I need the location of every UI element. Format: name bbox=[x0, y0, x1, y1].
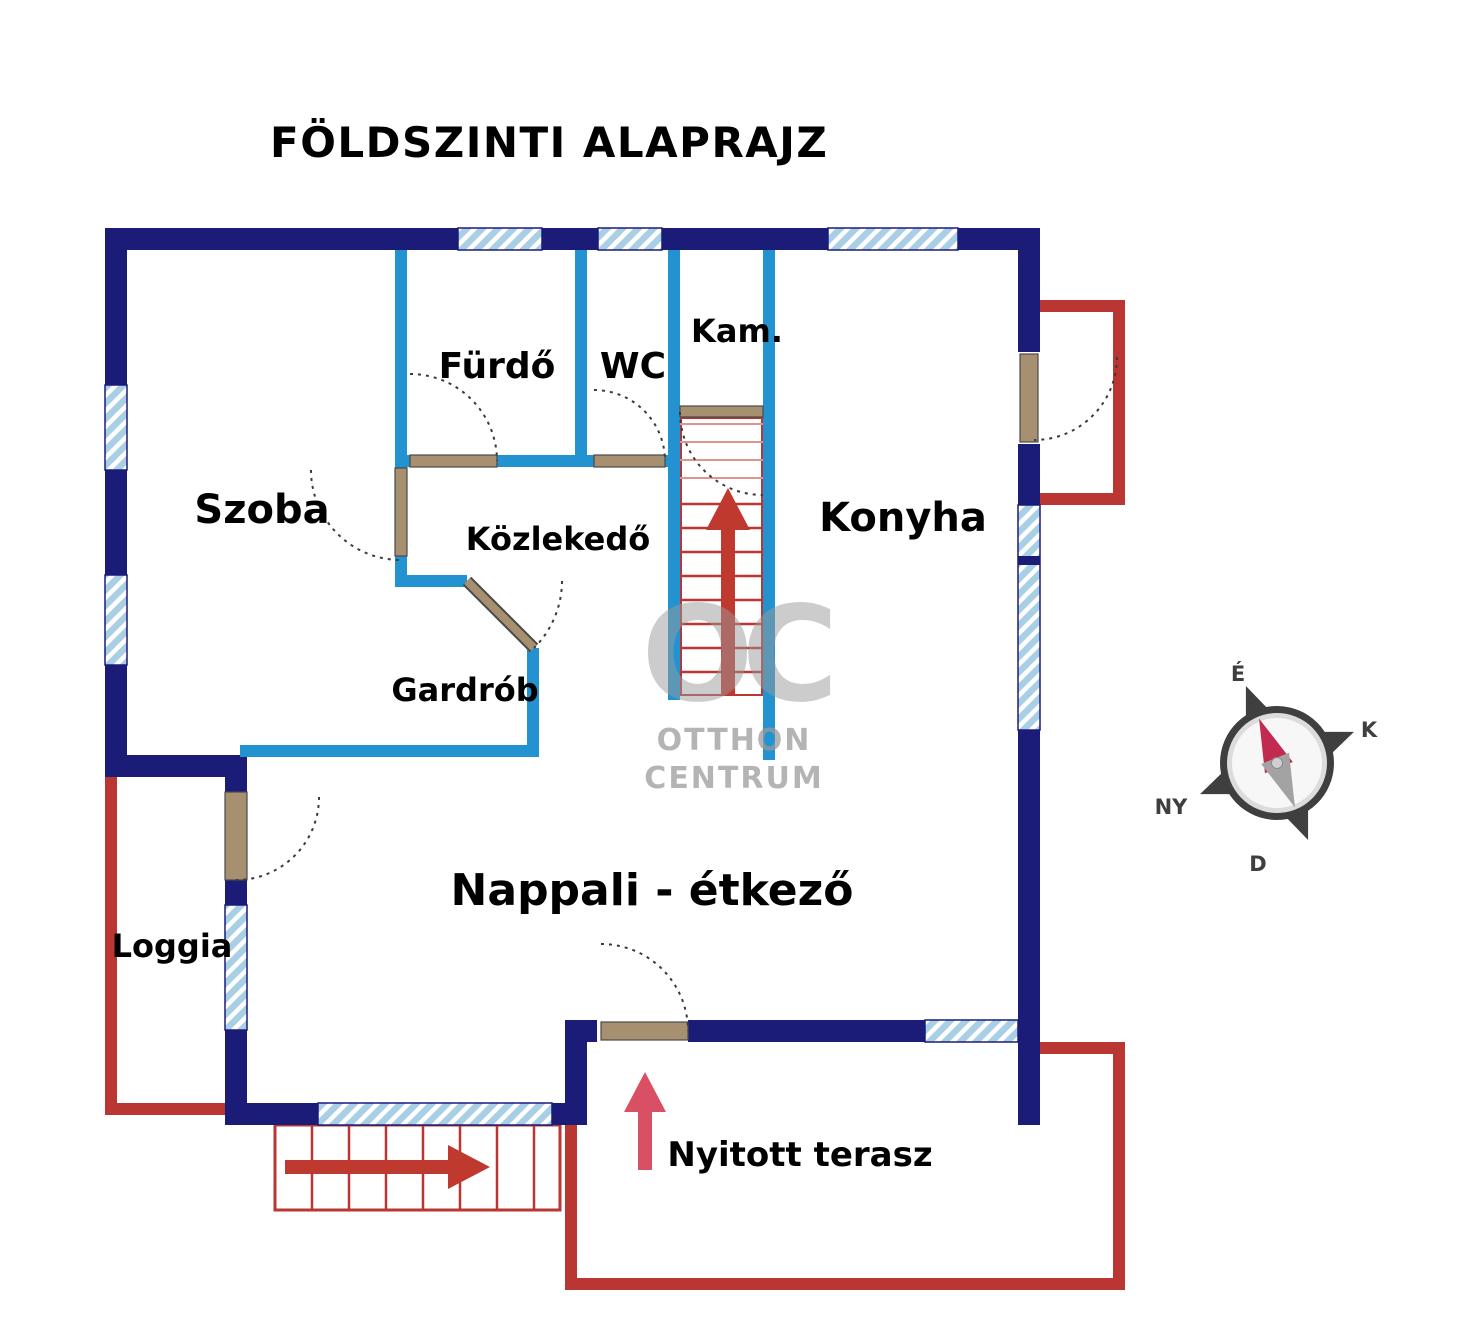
window-top-2 bbox=[597, 227, 663, 251]
compass-label-west: NY bbox=[1155, 795, 1189, 819]
window-right bbox=[1017, 504, 1041, 731]
interior-staircase bbox=[680, 417, 763, 696]
page-title: FÖLDSZINTI ALAPRAJZ bbox=[270, 117, 828, 167]
wc-door-arc bbox=[593, 389, 666, 462]
wall-loggia-divider-b bbox=[225, 880, 247, 905]
room-label-furdo: Fürdő bbox=[439, 346, 556, 387]
interior-stairs-upper-steps bbox=[680, 423, 763, 479]
loggia-door-arc bbox=[235, 796, 320, 881]
terrace-wall-top bbox=[1040, 1042, 1125, 1054]
compass-label-north: É bbox=[1231, 661, 1245, 686]
loggia-outline bbox=[105, 777, 230, 1115]
watermark-line1: OTTHON bbox=[657, 723, 812, 758]
watermark-logo: OC bbox=[641, 578, 830, 732]
labels: FÖLDSZINTI ALAPRAJZ Szoba Fürdő WC Kam. … bbox=[112, 117, 987, 1175]
window-loggia-divider bbox=[224, 904, 248, 1031]
door-swing-arcs bbox=[235, 356, 1118, 1032]
watermark: OC OTTHON CENTRUM bbox=[641, 578, 842, 796]
wall-loggia-divider-a bbox=[225, 755, 247, 792]
room-label-nappali: Nappali - étkező bbox=[451, 865, 854, 916]
doors bbox=[224, 353, 1039, 1041]
wall-gardrob-top bbox=[395, 575, 467, 587]
terrace-outline bbox=[565, 1042, 1125, 1290]
room-label-gardrob: Gardrób bbox=[391, 671, 538, 709]
balcony-outline bbox=[1040, 300, 1125, 505]
window-top-1 bbox=[457, 227, 543, 251]
watermark-line2: CENTRUM bbox=[644, 761, 823, 796]
window-right-mullion bbox=[1018, 556, 1040, 565]
window-bottom-right bbox=[924, 1019, 1019, 1043]
szoba-door-leaf bbox=[394, 467, 408, 557]
compass-needle-south bbox=[1261, 752, 1295, 808]
kam-door-leaf bbox=[679, 405, 764, 418]
wall-bottom-right-a bbox=[565, 1020, 597, 1042]
room-label-konyha: Konyha bbox=[819, 495, 987, 541]
wall-stairs-left bbox=[668, 250, 680, 700]
compass: É K NY D bbox=[1155, 661, 1378, 876]
balcony-wall-bottom bbox=[1040, 493, 1125, 505]
room-label-terasz: Nyitott terasz bbox=[667, 1135, 932, 1175]
terrace-wall-bottom bbox=[565, 1278, 1125, 1290]
terrace-entrance-arrow bbox=[624, 1072, 666, 1170]
compass-pivot bbox=[1271, 757, 1283, 769]
wall-furdo-wc-divider bbox=[575, 250, 587, 465]
stairs-direction-arrow-right bbox=[285, 1145, 490, 1189]
wall-interior-bottom bbox=[240, 745, 539, 757]
wc-door-leaf bbox=[593, 454, 666, 468]
terasz-door-leaf bbox=[600, 1021, 689, 1041]
compass-label-east: K bbox=[1361, 718, 1378, 742]
wall-szoba-bottom bbox=[105, 755, 245, 777]
furdo-door-arc bbox=[409, 373, 498, 462]
wall-top bbox=[105, 228, 1040, 250]
room-label-kozlekedo: Közlekedő bbox=[466, 520, 651, 558]
wall-gardrob-right bbox=[527, 648, 539, 757]
gardrob-door-arc bbox=[533, 580, 563, 649]
room-label-szoba: Szoba bbox=[194, 487, 329, 533]
szoba-door-arc bbox=[310, 469, 402, 561]
terrace-wall-left bbox=[565, 1125, 577, 1290]
compass-label-south: D bbox=[1249, 852, 1266, 876]
window-bottom-left bbox=[317, 1102, 553, 1126]
wall-left bbox=[105, 228, 127, 777]
exterior-staircase bbox=[273, 1123, 562, 1212]
wall-furdo-bottom-a bbox=[395, 455, 410, 467]
balcony-wall-right bbox=[1113, 300, 1125, 505]
loggia-wall-left bbox=[105, 777, 117, 1115]
room-label-wc: WC bbox=[600, 346, 666, 387]
furdo-door-leaf bbox=[409, 454, 498, 468]
kam-door-arc bbox=[679, 411, 764, 496]
window-left-2 bbox=[104, 574, 128, 666]
wall-furdo-bottom-b bbox=[497, 455, 594, 467]
wall-szoba-divider-upper bbox=[395, 250, 407, 468]
wall-stairs-right bbox=[763, 250, 775, 760]
terrace-wall-right bbox=[1113, 1042, 1125, 1290]
wall-loggia-divider-c bbox=[225, 1030, 247, 1125]
window-left-1 bbox=[104, 384, 128, 471]
compass-rose bbox=[1200, 686, 1354, 840]
balcony-wall-top bbox=[1040, 300, 1125, 312]
wall-step-vertical bbox=[565, 1020, 587, 1125]
loggia-wall-bottom bbox=[105, 1103, 230, 1115]
room-label-loggia: Loggia bbox=[112, 927, 233, 965]
loggia-door-leaf bbox=[224, 791, 248, 881]
gardrob-door-leaf bbox=[464, 578, 537, 651]
terasz-door-arc bbox=[600, 943, 689, 1032]
balcony-door-leaf bbox=[1019, 353, 1039, 443]
balcony-door-arc bbox=[1033, 356, 1118, 441]
window-top-3 bbox=[827, 227, 959, 251]
interior-walls bbox=[240, 250, 775, 760]
wall-right-a bbox=[1018, 228, 1040, 352]
windows bbox=[104, 227, 1041, 1126]
room-label-kam: Kam. bbox=[691, 312, 783, 350]
stairs-direction-arrow-up bbox=[706, 488, 750, 695]
